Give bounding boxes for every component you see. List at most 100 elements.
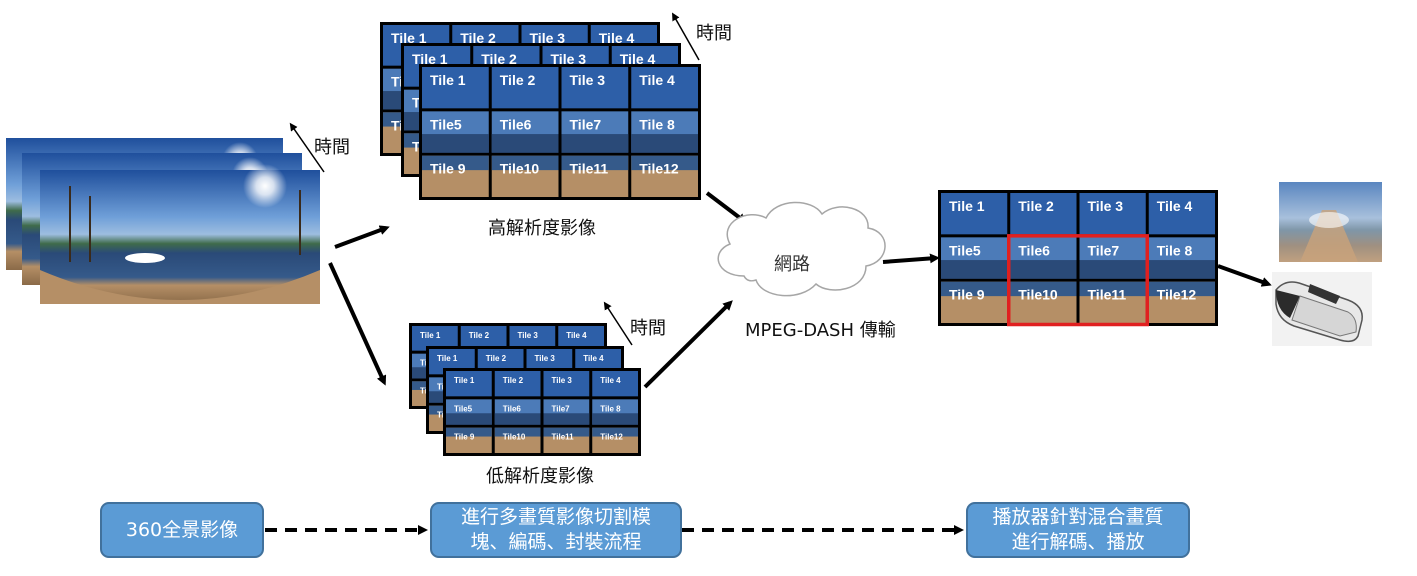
tile-label: Tile 3 bbox=[570, 72, 606, 88]
tile-label: Tile 4 bbox=[639, 72, 675, 88]
network-cloud bbox=[717, 201, 886, 297]
tile-label: Tile 3 bbox=[535, 354, 556, 363]
tile-label: Tile5 bbox=[454, 404, 473, 413]
tile-water bbox=[422, 134, 489, 153]
tile-label: Tile 2 bbox=[503, 376, 524, 385]
tile-label: Tile 3 bbox=[551, 51, 587, 67]
tile-label: Tile 4 bbox=[620, 51, 656, 67]
tile-water bbox=[446, 427, 492, 437]
tile-label: Tile 4 bbox=[599, 30, 635, 46]
process-step-encode-line1: 進行多畫質影像切割模 bbox=[460, 506, 651, 528]
tile-label: Tile10 bbox=[1018, 287, 1058, 303]
tile-label: Tile 4 bbox=[583, 354, 604, 363]
arrow-to-low-res bbox=[328, 262, 387, 386]
tile-label: Tile 8 bbox=[1157, 242, 1193, 258]
tile-water bbox=[941, 260, 1008, 279]
tile-water bbox=[446, 413, 492, 425]
tile-water bbox=[543, 413, 590, 425]
tile-cell bbox=[1010, 193, 1077, 235]
tile-water bbox=[941, 281, 1008, 297]
arrow-to-high-res bbox=[334, 225, 390, 249]
tile-water bbox=[1079, 260, 1146, 279]
tile-cell bbox=[631, 67, 698, 109]
process-step-playback-line1: 播放器針對混合畫質 bbox=[992, 506, 1164, 528]
tile-label: Tile 3 bbox=[518, 331, 539, 340]
arrow-network-to-player bbox=[882, 253, 940, 264]
tile-label: Tile 9 bbox=[454, 433, 475, 442]
tile-label: Tile 2 bbox=[500, 72, 536, 88]
tile-cell bbox=[422, 67, 489, 109]
vr-headset-icon bbox=[1272, 272, 1372, 346]
process-step-encode-line2: 塊、編碼、封裝流程 bbox=[470, 531, 642, 553]
tile-water bbox=[1010, 260, 1077, 279]
tile-water bbox=[631, 155, 698, 171]
tile-label: Tile11 bbox=[570, 161, 609, 177]
tile-label: Tile10 bbox=[503, 433, 526, 442]
tile-label: Tile 1 bbox=[420, 331, 441, 340]
process-step-panorama-text: 360全景影像 bbox=[125, 518, 239, 541]
tile-label: Tile 1 bbox=[949, 198, 985, 214]
tile-cell bbox=[1148, 193, 1215, 235]
viewport-highlight bbox=[1007, 234, 1149, 327]
tile-label: Tile 4 bbox=[600, 376, 621, 385]
tile-cell bbox=[491, 67, 559, 109]
tile-label: Tile7 bbox=[570, 116, 602, 132]
arrow-low-res-to-network bbox=[643, 300, 733, 389]
tile-water bbox=[494, 427, 541, 437]
panorama-frame-front bbox=[40, 164, 320, 304]
tile-water bbox=[592, 413, 638, 425]
process-step-encode: 進行多畫質影像切割模 塊、編碼、封裝流程 bbox=[430, 502, 682, 558]
tile-label: Tile 4 bbox=[1157, 198, 1193, 214]
tile-label: Tile 1 bbox=[430, 72, 466, 88]
tile-label: Tile 2 bbox=[469, 331, 490, 340]
tile-label: Tile12 bbox=[600, 433, 623, 442]
high-res-caption: 高解析度影像 bbox=[488, 218, 596, 239]
tile-cell bbox=[1079, 193, 1146, 235]
tile-water bbox=[543, 427, 590, 437]
low-res-caption: 低解析度影像 bbox=[486, 466, 594, 487]
tile-water bbox=[1010, 281, 1077, 297]
tile-cell bbox=[446, 371, 492, 397]
tile-label: Tile7 bbox=[1088, 242, 1120, 258]
tile-label: Tile12 bbox=[639, 161, 679, 177]
time-label-source: 時間 bbox=[314, 137, 350, 158]
tile-label: Tile 3 bbox=[530, 30, 566, 46]
tile-label: Tile5 bbox=[949, 242, 981, 258]
time-arrow-low-res bbox=[603, 301, 633, 346]
tile-water bbox=[1148, 260, 1215, 279]
tile-label: Tile 9 bbox=[949, 287, 985, 303]
tile-label: Tile 8 bbox=[639, 116, 675, 132]
tile-label: Tile 2 bbox=[1018, 198, 1054, 214]
tile-label: Tile6 bbox=[500, 116, 532, 132]
tile-label: Tile5 bbox=[430, 116, 462, 132]
tile-water bbox=[592, 427, 638, 437]
time-arrow-source bbox=[289, 122, 325, 173]
tile-label: Tile 1 bbox=[412, 51, 448, 67]
tile-cell bbox=[561, 67, 629, 109]
tile-label: Tile 1 bbox=[454, 376, 475, 385]
panorama-stack bbox=[6, 138, 320, 304]
tile-cell bbox=[941, 193, 1008, 235]
tile-label: Tile11 bbox=[1088, 287, 1127, 303]
tile-label: Tile7 bbox=[552, 404, 571, 413]
tile-label: Tile 3 bbox=[1088, 198, 1124, 214]
tile-water bbox=[561, 155, 629, 171]
time-arrow-high-res bbox=[672, 12, 700, 61]
tile-label: Tile 1 bbox=[391, 30, 427, 46]
tile-label: Tile 9 bbox=[430, 161, 466, 177]
tile-cell bbox=[543, 371, 590, 397]
process-step-panorama: 360全景影像 bbox=[100, 502, 264, 558]
tile-label: Tile12 bbox=[1157, 287, 1197, 303]
tile-water bbox=[1079, 281, 1146, 297]
arrow-high-res-to-network bbox=[705, 191, 748, 224]
tile-water bbox=[1148, 281, 1215, 297]
tile-water bbox=[491, 134, 559, 153]
tile-label: Tile 8 bbox=[600, 404, 621, 413]
tile-cell bbox=[494, 371, 541, 397]
process-step-playback-line2: 進行解碼、播放 bbox=[1011, 531, 1145, 553]
tile-water bbox=[561, 134, 629, 153]
tile-label: Tile 2 bbox=[486, 354, 507, 363]
